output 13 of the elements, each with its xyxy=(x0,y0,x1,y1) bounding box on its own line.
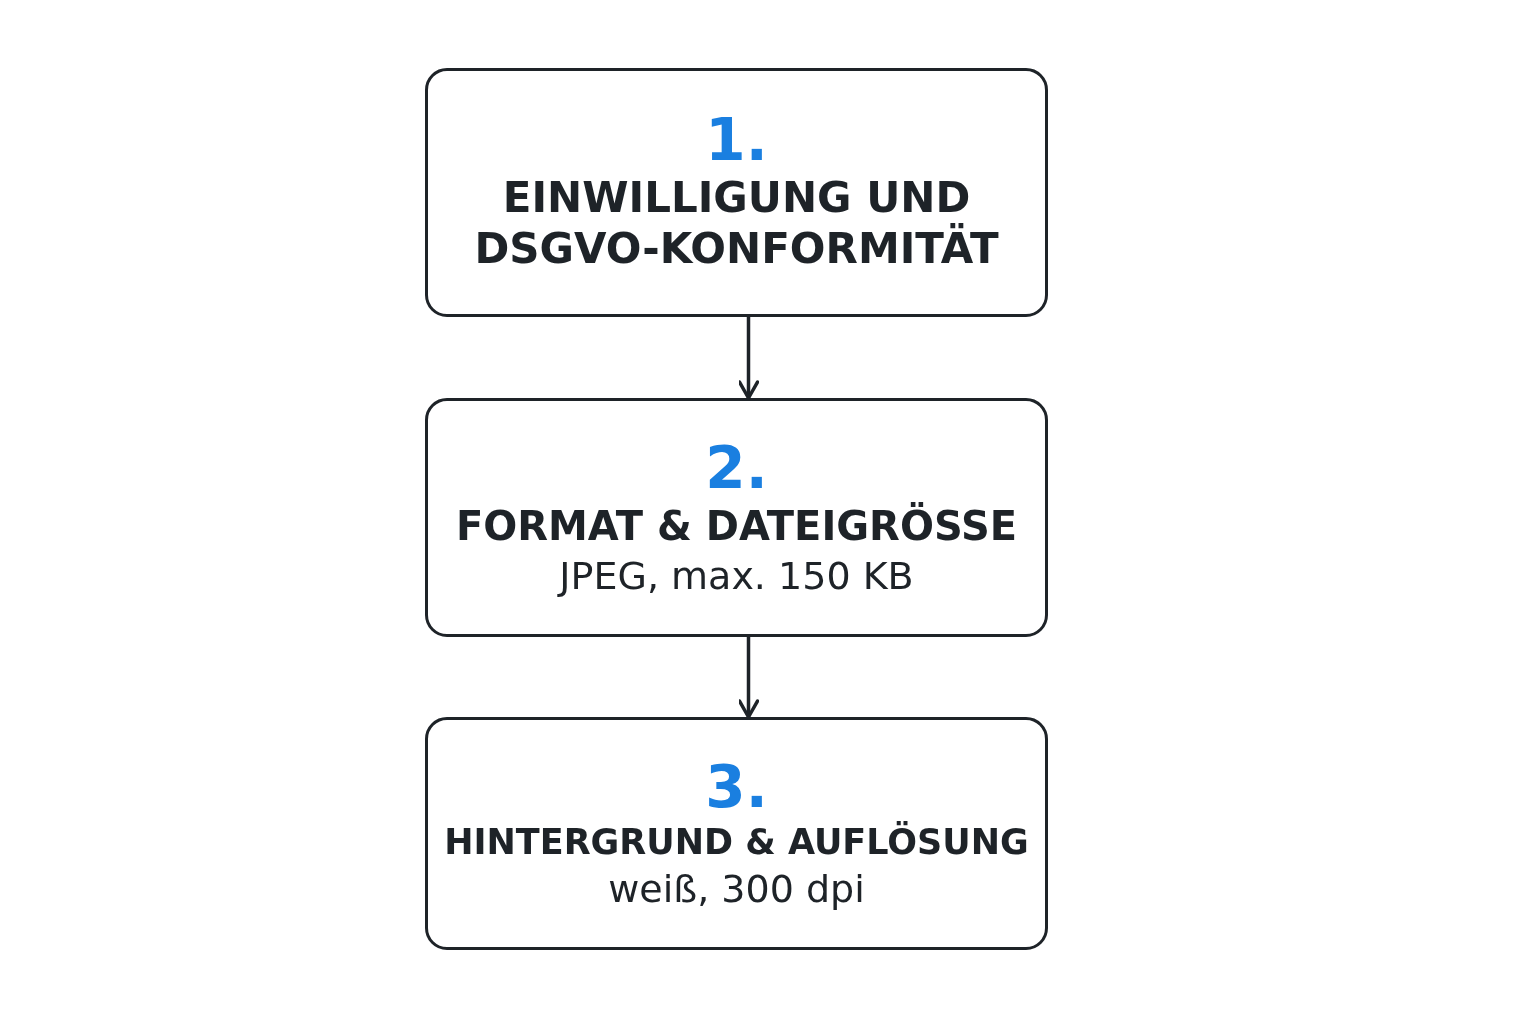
step-detail: weiß, 300 dpi xyxy=(608,867,865,913)
step-number: 2. xyxy=(705,435,768,503)
step-box xyxy=(425,398,1048,637)
step-heading: FORMAT & DATEIGRÖSSE xyxy=(455,502,1018,551)
arrow xyxy=(737,637,760,719)
step-heading: EINWILLIGUNG UND DSGVO-KONFORMITÄT xyxy=(473,173,1000,275)
step-number: 1. xyxy=(705,106,768,174)
step-box xyxy=(425,717,1048,950)
step-heading: HINTERGRUND & AUFLÖSUNG xyxy=(444,821,1029,864)
step-detail: JPEG, max. 150 KB xyxy=(559,554,914,600)
arrow xyxy=(737,317,760,400)
step-box xyxy=(425,68,1048,317)
step-number: 3. xyxy=(705,754,768,822)
